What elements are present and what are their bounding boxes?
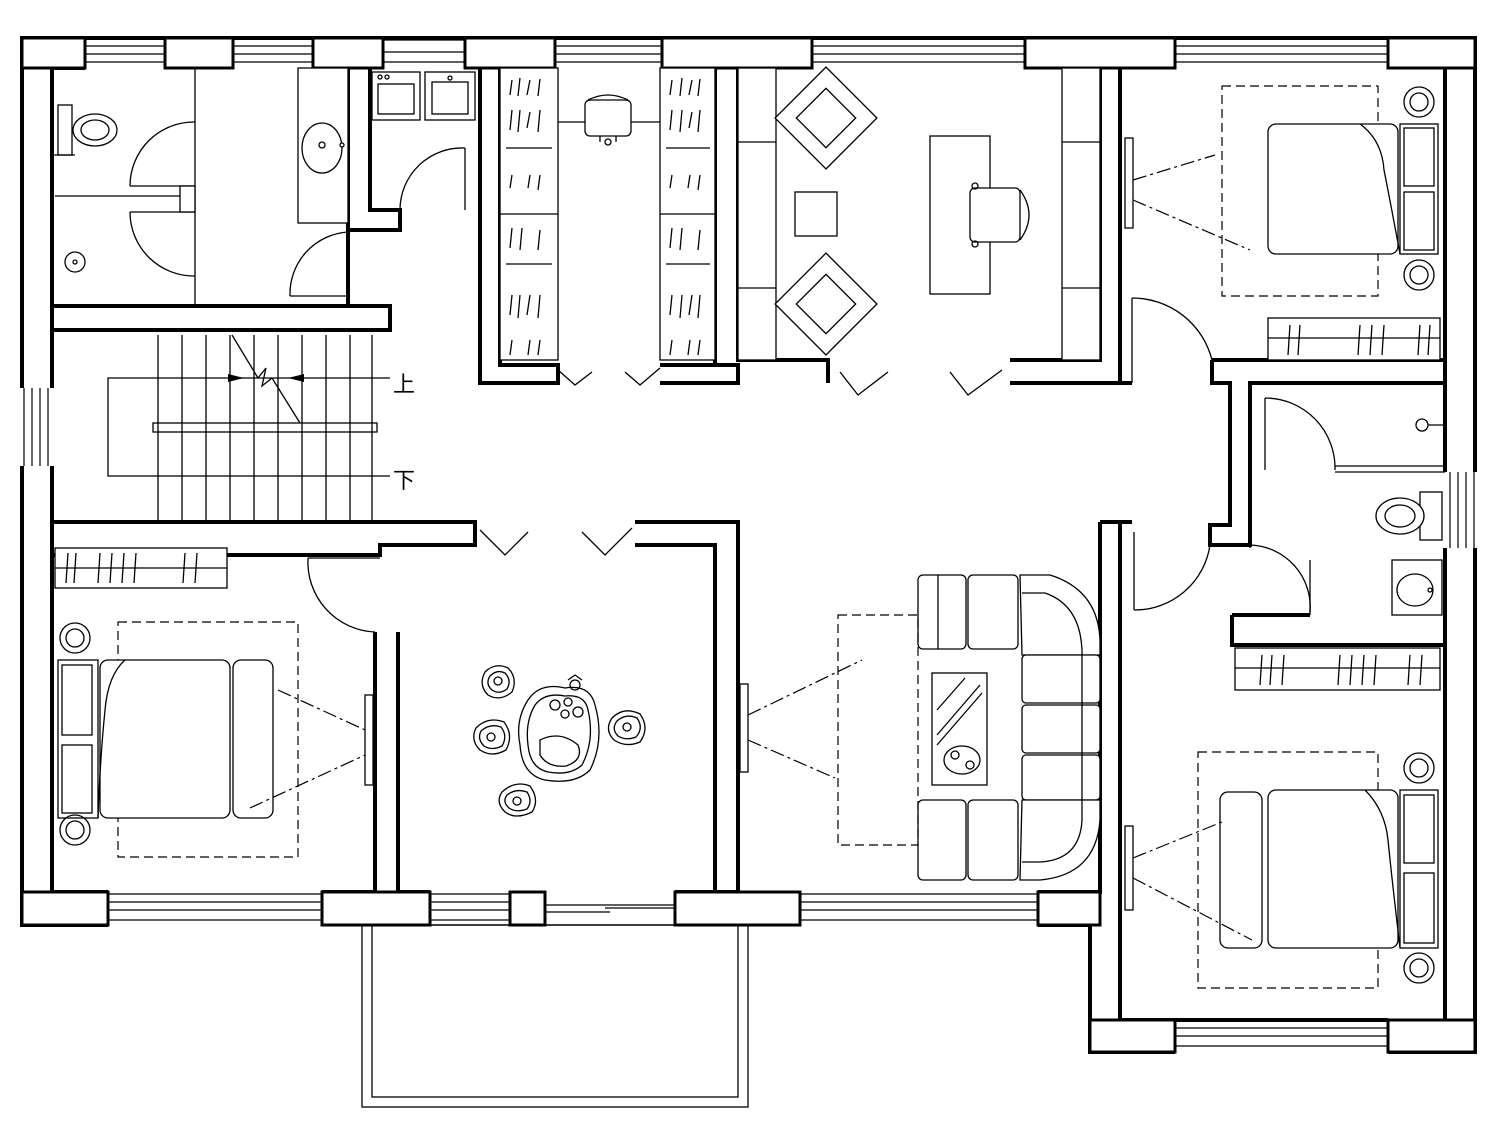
washbasin-icon <box>297 67 349 224</box>
nightstand-icon <box>59 622 91 846</box>
plant-icon <box>498 783 537 817</box>
hangers-left <box>506 77 552 356</box>
study-doors <box>839 369 1003 396</box>
nightstand-icon <box>1403 752 1435 984</box>
desk-chair-icon <box>969 182 1030 248</box>
bedroom-door-west <box>307 557 380 633</box>
wardrobe-icon <box>1234 647 1441 691</box>
window-top-2 <box>233 37 313 63</box>
left-bathroom <box>52 67 349 306</box>
staircase: 上 下 <box>107 334 415 522</box>
toilet-icon <box>57 104 118 156</box>
foyer-doors <box>479 527 633 556</box>
piers <box>20 36 1477 1054</box>
coffee-table-icon <box>931 672 988 786</box>
foyer-rockery <box>473 527 646 817</box>
window-bottom-3 <box>800 893 1038 921</box>
double-bed-icon <box>1267 123 1439 255</box>
window-bottom-4 <box>1175 1019 1388 1047</box>
armchair-upper-icon <box>774 66 878 170</box>
closet-doors <box>557 367 661 386</box>
tea-table-icon <box>794 191 838 237</box>
family-room <box>739 574 1101 881</box>
bedroom-southeast <box>1124 532 1441 989</box>
window-right <box>1449 472 1475 548</box>
laundry-area <box>371 71 476 211</box>
plant-icon <box>607 710 646 746</box>
stair-up-label: 上 <box>393 373 415 398</box>
window-top-3 <box>383 39 465 63</box>
tv-icon <box>1124 137 1134 229</box>
bathroom-door <box>289 230 349 297</box>
balcony <box>361 924 749 1108</box>
window-left <box>23 388 49 466</box>
dressing-chair-icon <box>584 94 632 146</box>
washing-machine-icon <box>371 71 421 121</box>
bedroom-northeast <box>1124 85 1441 383</box>
bedroom-west <box>54 547 380 858</box>
stone-garden-icon <box>517 674 600 782</box>
wardrobe-icon <box>1267 317 1441 361</box>
wardrobe-icon <box>54 547 228 589</box>
hangers-right <box>666 77 710 356</box>
tv-icon <box>364 694 374 786</box>
washbasin-icon <box>1391 559 1443 616</box>
study <box>737 66 1101 396</box>
window-top-4 <box>555 37 662 63</box>
toilet-icon <box>1375 491 1443 541</box>
floor-drain-icon <box>1415 418 1445 432</box>
sink-icon <box>424 71 476 121</box>
double-bed-icon <box>1219 789 1439 949</box>
floor-drain-icon <box>64 251 86 273</box>
sectional-sofa-icon <box>917 574 1101 881</box>
double-bed-icon <box>57 659 274 819</box>
tv-icon <box>739 683 749 773</box>
window-top-1 <box>85 37 165 63</box>
plant-icon <box>473 719 511 755</box>
plant-icon <box>481 665 515 699</box>
window-top-6 <box>1175 37 1388 63</box>
window-bottom-2 <box>430 893 510 921</box>
tv-icon <box>1124 825 1134 911</box>
stair-down-label: 下 <box>393 469 415 494</box>
window-top-5 <box>812 37 1025 63</box>
armchair-lower-icon <box>774 252 878 356</box>
bedroom-door-northeast <box>1131 297 1213 383</box>
bedroom-door-southeast <box>1133 532 1211 611</box>
window-bottom-1 <box>108 893 322 921</box>
right-bathroom <box>1249 397 1445 616</box>
walk-in-closet <box>499 67 716 386</box>
nightstand-icon <box>1403 86 1435 291</box>
balcony-sliding-door <box>545 904 675 913</box>
